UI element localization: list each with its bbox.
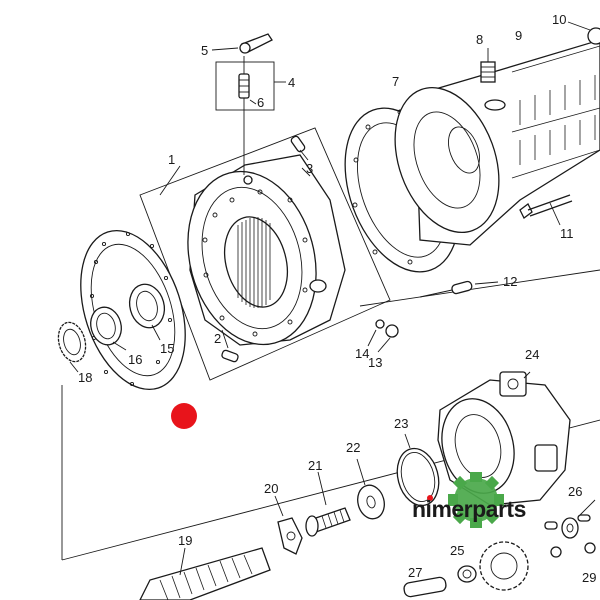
washer-22 <box>356 458 385 520</box>
callout-20: 20 <box>264 481 278 496</box>
pin-12 <box>419 280 499 298</box>
callout-7: 7 <box>392 74 399 89</box>
screw-13-14 <box>367 319 399 353</box>
logo-dot-icon <box>427 495 433 501</box>
shaft-19 <box>139 547 271 600</box>
carrier-24 <box>437 371 571 506</box>
assembly-frame-1 <box>139 127 391 381</box>
callout-5: 5 <box>201 43 208 58</box>
frame-4 <box>215 61 275 111</box>
part-10 <box>587 27 600 45</box>
callout-22: 22 <box>346 440 360 455</box>
valve-6 <box>238 56 257 175</box>
bracket-20 <box>274 495 303 555</box>
callout-27: 27 <box>408 565 422 580</box>
callout-6: 6 <box>257 95 264 110</box>
callout-16: 16 <box>128 352 142 367</box>
gear-icon <box>454 478 498 522</box>
watermark-text: nimerparts <box>412 496 526 522</box>
bolt-11 <box>519 194 573 226</box>
planet-gear <box>479 541 529 591</box>
leader-10 <box>567 21 591 31</box>
seal-15 <box>128 283 166 341</box>
callout-15: 15 <box>160 341 174 356</box>
callout-21: 21 <box>308 458 322 473</box>
callout-23: 23 <box>394 416 408 431</box>
washer-25 <box>457 565 477 583</box>
callout-29: 29 <box>582 570 596 585</box>
axle-housing-9 <box>394 39 600 246</box>
small-parts-26-29 <box>544 499 596 558</box>
mid-frame-line <box>359 269 600 307</box>
callout-3: 3 <box>306 161 313 176</box>
ring-18 <box>57 321 87 373</box>
snap-ring-23 <box>396 433 440 507</box>
breather-8 <box>480 48 496 83</box>
callout-10: 10 <box>552 12 566 27</box>
callout-2: 2 <box>214 331 221 346</box>
callout-26: 26 <box>568 484 582 499</box>
highlight-marker[interactable] <box>171 403 197 429</box>
callout-1: 1 <box>168 152 175 167</box>
fitting-5 <box>211 33 273 54</box>
callout-4: 4 <box>288 75 295 90</box>
callout-24: 24 <box>525 347 539 362</box>
housing-1 <box>187 154 346 346</box>
nimerparts-logo: nimerparts <box>412 472 526 528</box>
callout-18: 18 <box>78 370 92 385</box>
callout-14: 14 <box>355 346 369 361</box>
callout-13: 13 <box>368 355 382 370</box>
callout-19: 19 <box>178 533 192 548</box>
pin-2 <box>221 329 239 363</box>
leader-1 <box>159 165 181 196</box>
seal-16 <box>90 306 127 351</box>
callout-8: 8 <box>476 32 483 47</box>
pin-27 <box>403 576 447 598</box>
callout-12: 12 <box>503 274 517 289</box>
callout-11: 11 <box>560 226 574 241</box>
callout-25: 25 <box>450 543 464 558</box>
leader-3 <box>301 167 311 177</box>
shaft-21 <box>305 471 351 537</box>
pin-3 <box>290 135 309 161</box>
callout-9: 9 <box>515 28 522 43</box>
